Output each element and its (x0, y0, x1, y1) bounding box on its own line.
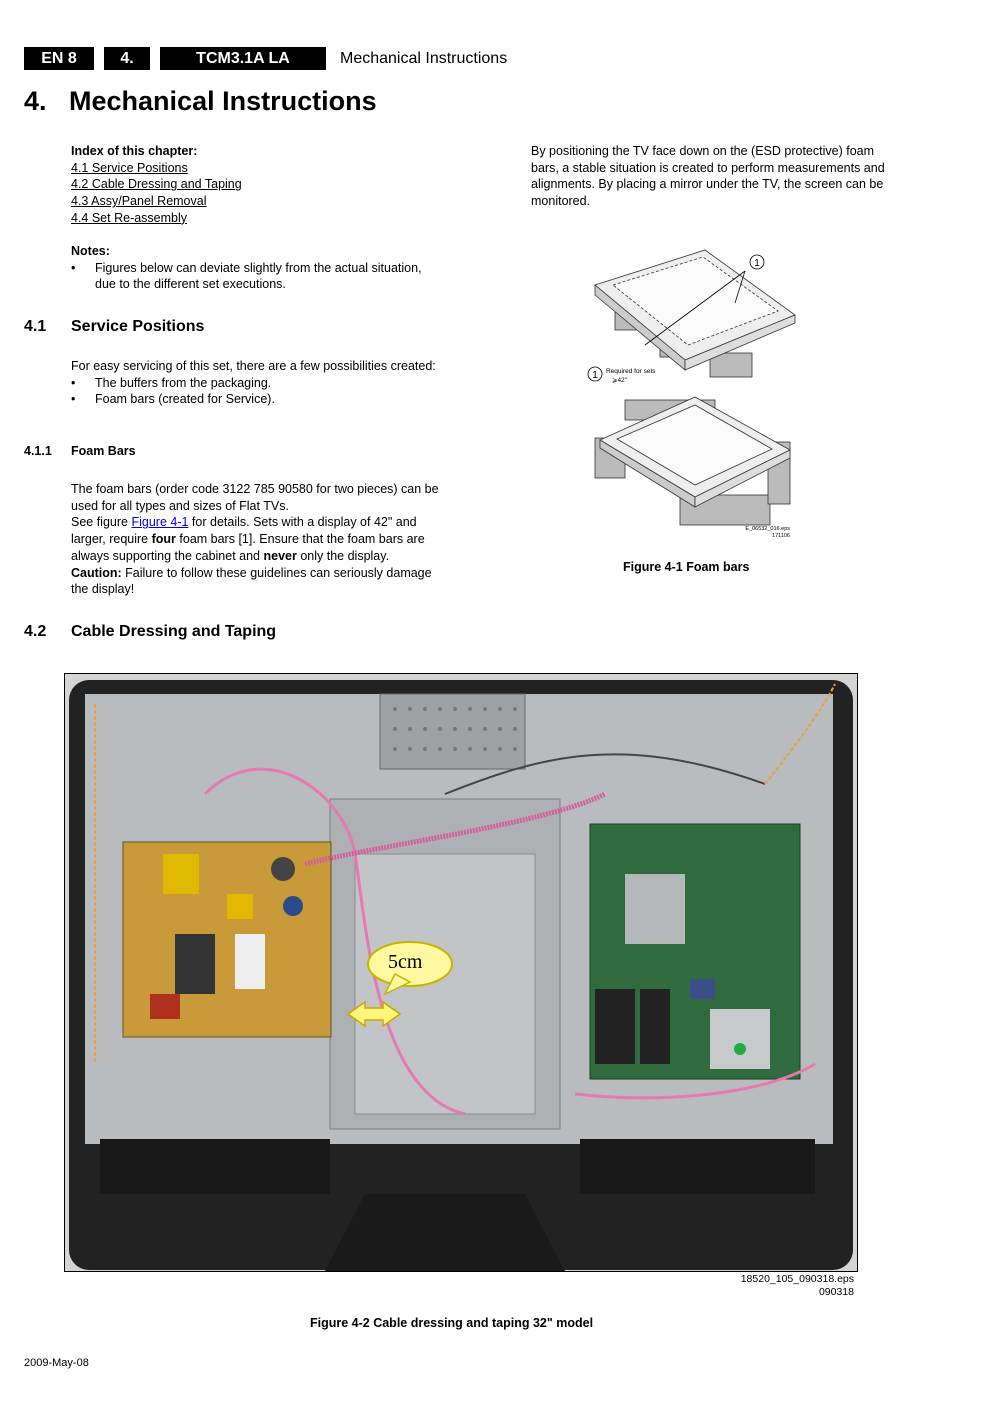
index-link-4-2[interactable]: 4.2 Cable Dressing and Taping (71, 177, 242, 192)
list-item: • Foam bars (created for Service). (71, 391, 439, 408)
figure-4-1-drawing: 1 1 Required for sets ⩾42" E_06532_016.e… (587, 249, 796, 539)
index-link-4-4[interactable]: 4.4 Set Re-assembly (71, 210, 188, 225)
section-4-2-number: 4.2 (24, 623, 47, 640)
tv-back-illustration (65, 674, 857, 1271)
figure-4-2-annotation: 5cm (388, 951, 423, 973)
footer-date: 2009-May-08 (24, 1357, 89, 1369)
caution-text: Failure to follow these guidelines can s… (71, 565, 436, 597)
model-box: TCM3.1A LA (160, 47, 326, 70)
figure-4-2-file-id: 18520_105_090318.eps (740, 1273, 854, 1285)
notes-bullet-text: Figures below can deviate slightly from … (95, 260, 422, 292)
list-item-text: The buffers from the packaging. (95, 375, 272, 390)
foam-bars-text-b: foam bars [1]. Ensure that the foam bars… (71, 532, 429, 563)
index-link-4-1[interactable]: 4.1 Service Positions (71, 160, 188, 175)
foam-bars-text-c: only the display. (296, 548, 390, 563)
foam-bars-text-a: for details. Sets with a display of 42" … (71, 515, 421, 547)
notes-heading: Notes: (71, 244, 110, 258)
figure-4-2-photo: 5cm (64, 673, 858, 1272)
four-emphasis: four (151, 532, 176, 547)
page-label: EN 8 (24, 47, 94, 70)
foam-bars-line1: The foam bars (order code 3122 785 90580… (71, 482, 439, 513)
chapter-index: Index of this chapter: 4.1 Service Posit… (71, 143, 441, 227)
bullet-icon: • (71, 260, 76, 275)
figure-4-2-file-info: 18520_105_090318.eps 090318 (660, 1273, 854, 1299)
index-link-4-3[interactable]: 4.3 Assy/Panel Removal (71, 194, 207, 209)
foam-bars-line2: See figure Figure 4-1 for details. Sets … (71, 514, 439, 564)
section-4-2-title: Cable Dressing and Taping (71, 623, 277, 640)
section-4-1-body: For easy servicing of this set, there ar… (71, 358, 439, 408)
figure-4-1-file-date: 171106 (772, 533, 790, 539)
foam-bars-body: The foam bars (order code 3122 785 90580… (71, 481, 439, 598)
notes-block: Notes: • Figures below can deviate sligh… (71, 243, 439, 293)
legend-line1: Required for sets (606, 368, 656, 375)
index-heading: Index of this chapter: (71, 144, 198, 158)
tv-bottom-drawing (594, 396, 791, 526)
legend-line2: ⩾42" (612, 377, 628, 384)
figure-4-1-callout-number: 1 (754, 258, 760, 269)
figure-4-1-file-id: E_06532_016.eps (745, 526, 790, 532)
bullet-icon: • (71, 375, 76, 390)
section-4-1-title: Service Positions (71, 318, 205, 335)
figure-4-2-file-date: 090318 (818, 1286, 854, 1298)
tv-top-drawing (594, 249, 796, 378)
list-item: • The buffers from the packaging. (71, 375, 439, 392)
notes-bullet: • Figures below can deviate slightly fro… (71, 260, 439, 293)
right-column-text: By positioning the TV face down on the (… (531, 144, 885, 209)
section-4-1-1-number: 4.1.1 (24, 444, 52, 458)
caution-note: Caution: Failure to follow these guideli… (71, 565, 439, 598)
section-4-1-1-title: Foam Bars (71, 444, 136, 458)
chapter-title: 4. Mechanical Instructions (24, 86, 377, 116)
figure-4-2-caption: Figure 4-2 Cable dressing and taping 32"… (310, 1316, 594, 1330)
section-4-1-number: 4.1 (24, 318, 47, 335)
double-arrow-icon (346, 1000, 402, 1028)
header-section-title: Mechanical Instructions (340, 50, 508, 67)
section-4-1-intro: For easy servicing of this set, there ar… (71, 359, 436, 373)
see-figure-prefix: See figure (71, 515, 132, 530)
figure-4-1-caption: Figure 4-1 Foam bars (623, 560, 750, 574)
caution-label: Caution: (71, 565, 122, 580)
list-item-text: Foam bars (created for Service). (95, 392, 275, 407)
legend-callout-icon (587, 366, 603, 382)
chapter-number-box: 4. (104, 47, 150, 70)
never-emphasis: never (263, 548, 297, 563)
figure-4-1-link[interactable]: Figure 4-1 (131, 515, 189, 530)
bullet-icon: • (71, 392, 76, 407)
legend-callout-number: 1 (592, 370, 598, 381)
